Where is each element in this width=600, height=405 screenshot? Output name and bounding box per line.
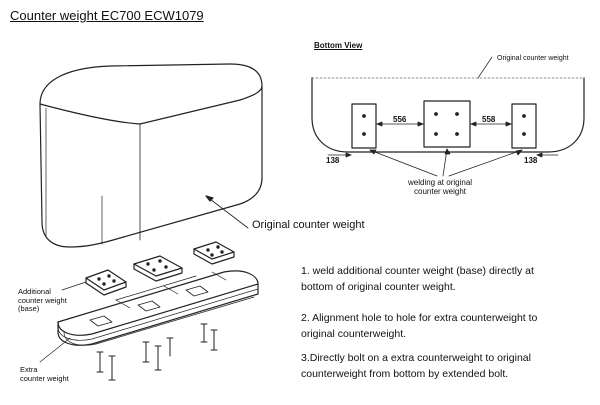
bottom-view-plate-left: [351, 103, 377, 149]
bottom-view-title: Bottom View: [314, 41, 363, 50]
original-counter-weight-block: [39, 63, 263, 248]
extra-counter-weight-slab: [57, 270, 259, 346]
extra-leader: [39, 337, 71, 363]
bottom-view-original-leader: [477, 56, 493, 79]
page-title: Counter weight EC700 ECW1079: [10, 8, 204, 23]
original-counter-weight-label: Original counter weight: [252, 219, 365, 231]
additional-counter-weight-label: Additional counter weight (base): [18, 287, 67, 314]
additional-plate-2: [133, 255, 183, 282]
welding-leaders: [369, 148, 523, 177]
additional-leader: [61, 281, 87, 291]
bottom-view-plate-right: [511, 103, 537, 149]
note-item: 3.Directly bolt on a extra counterweight…: [301, 352, 531, 380]
dimension-right-edge: 138: [524, 156, 538, 165]
note-item: 2. Alignment hole to hole for extra coun…: [301, 312, 538, 340]
dimension-left-edge: 138: [326, 156, 340, 165]
additional-plate-1: [85, 269, 127, 296]
bolts: [96, 323, 218, 381]
dimension-left-gap: 556: [393, 115, 407, 124]
additional-plate-3: [193, 241, 235, 265]
dimension-right-gap: 558: [482, 115, 496, 124]
bottom-view-plate-center: [423, 100, 471, 148]
extra-counter-weight-label: Extra counter weight: [20, 365, 69, 383]
bottom-view-original-label: Original counter weight: [497, 55, 569, 62]
welding-note: welding at original counter weight: [408, 178, 473, 197]
bottom-view-dimension-lines: [327, 121, 559, 158]
bottom-view-outline: [311, 77, 585, 153]
note-item: 1. weld additional counter weight (base)…: [301, 265, 534, 293]
